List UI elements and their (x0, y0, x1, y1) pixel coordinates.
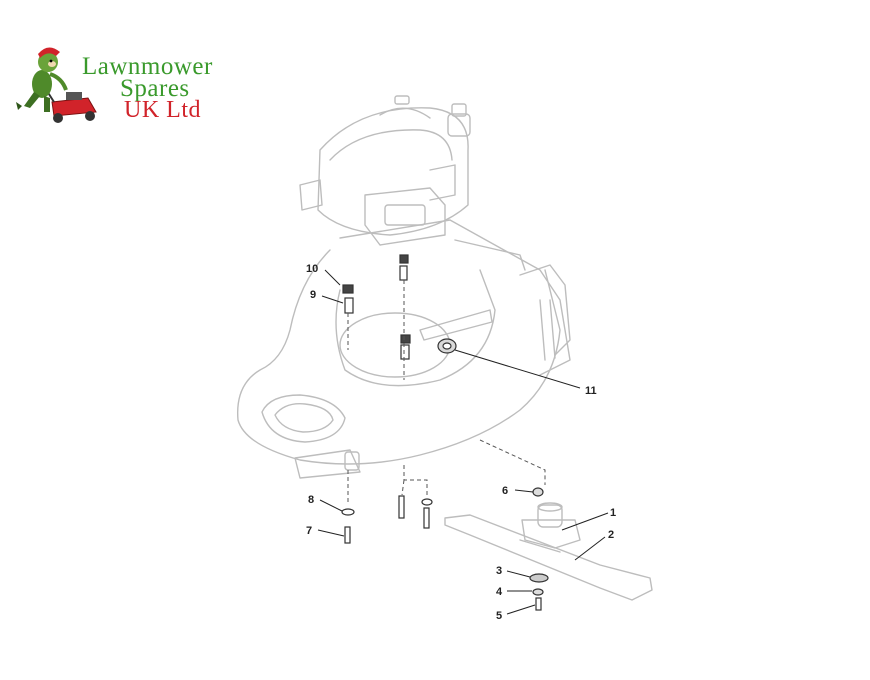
brand-line-1: Lawnmower (82, 53, 213, 80)
callout-4: 4 (496, 586, 503, 598)
brand-line-2: Spares (120, 75, 190, 102)
lawnmower-mascot-logo (16, 47, 97, 123)
washer-4 (532, 588, 544, 596)
callout-6: 6 (502, 485, 508, 497)
brand-line-3: UK Ltd (124, 97, 201, 123)
engine-illustration (299, 95, 471, 246)
bolt-5 (535, 597, 542, 611)
washer-3 (529, 573, 549, 583)
spacer-9 (344, 297, 354, 314)
washer-8 (341, 508, 355, 516)
nut-10 (342, 284, 354, 294)
callout-9: 9 (310, 289, 316, 301)
callout-5: 5 (496, 610, 502, 622)
callout-8: 8 (308, 494, 314, 506)
callout-1: 1 (610, 507, 616, 519)
mower-deck-illustration (236, 219, 571, 479)
bolt-7 (344, 526, 351, 544)
callout-11: 11 (585, 385, 597, 397)
key-6 (532, 487, 544, 497)
callout-7: 7 (306, 525, 312, 537)
callout-2: 2 (608, 529, 614, 541)
callout-10: 10 (306, 263, 318, 275)
blade-adaptor-illustration (521, 502, 581, 549)
blade-illustration (444, 514, 653, 601)
callout-3: 3 (496, 565, 502, 577)
